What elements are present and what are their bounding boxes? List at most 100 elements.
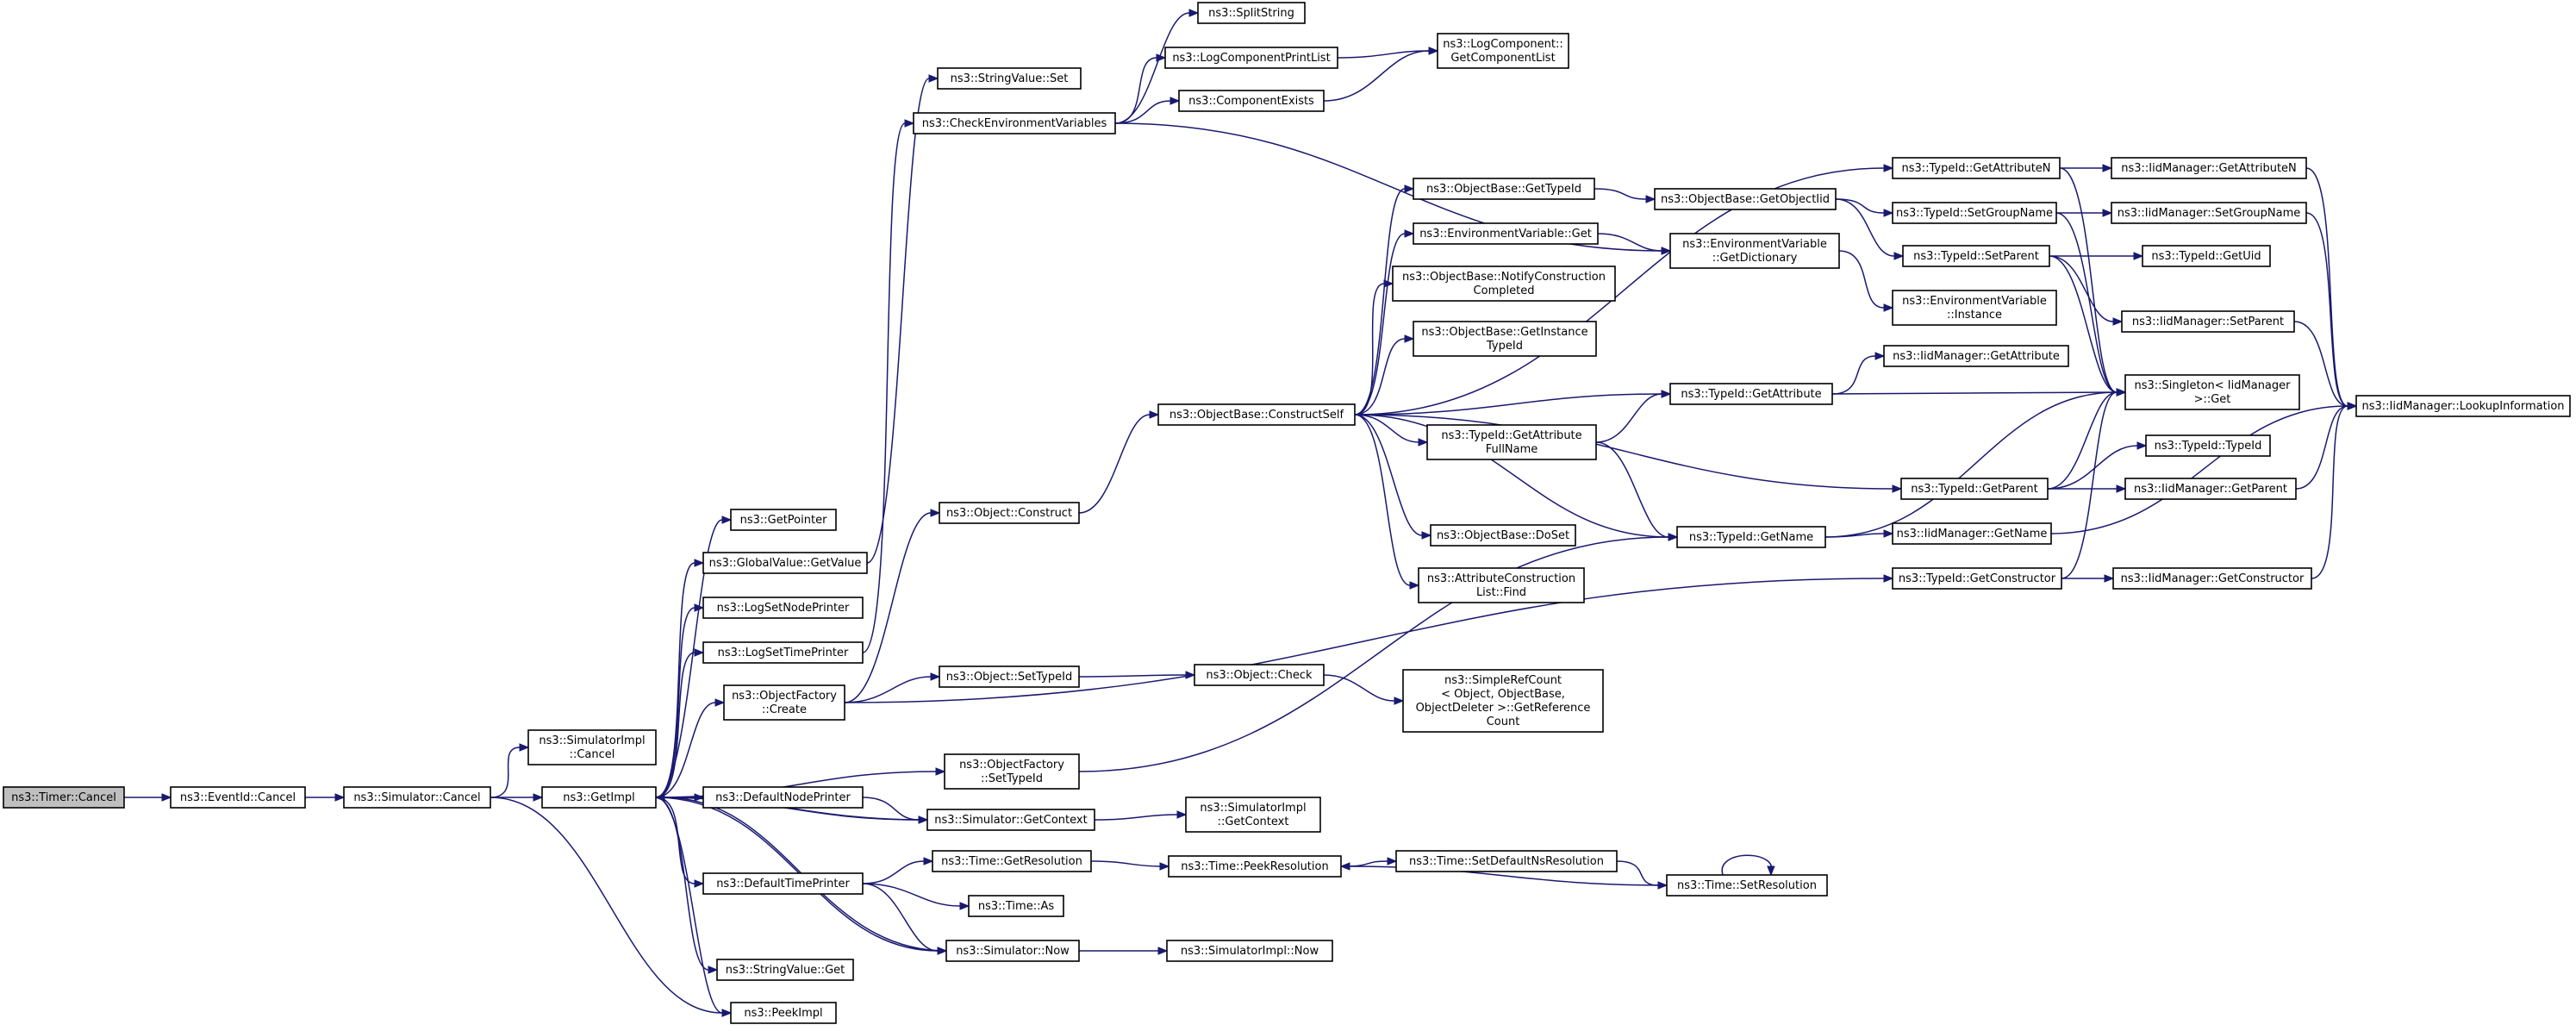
edge-n48-n56: [2049, 252, 2144, 260]
node-label-line: ns3::EnvironmentVariable: [1682, 238, 1827, 251]
edge-n42-n49: [1838, 250, 1894, 312]
node-ns3-iidmanager-lookupinformation[interactable]: ns3::IidManager::LookupInformation: [2355, 395, 2571, 417]
node-ns3-eventid-cancel[interactable]: ns3::EventId::Cancel: [170, 786, 306, 809]
arrow-head: [2112, 317, 2124, 326]
node-ns3-typeid-getattribute[interactable]: ns3::TypeId::GetAttribute: [1669, 383, 1833, 405]
node-ns3-simulatorimpl-cancel[interactable]: ns3::SimulatorImpl::Cancel: [527, 729, 657, 765]
node-box: [926, 809, 1095, 831]
node-ns3-time-getresolution[interactable]: ns3::Time::GetResolution: [932, 850, 1092, 872]
node-box: [723, 684, 845, 721]
node-ns3-splitstring[interactable]: ns3::SplitString: [1197, 2, 1306, 24]
node-box: [1669, 233, 1840, 269]
node-ns3-typeid-setgroupname[interactable]: ns3::TypeId::SetGroupName: [1892, 202, 2057, 224]
node-box: [939, 502, 1080, 524]
edge-n32-n41: [1594, 188, 1656, 203]
node-ns3-singleton-iidmanager-get[interactable]: ns3::Singleton< IidManager>::Get: [2124, 374, 2300, 410]
node-ns3-simulatorimpl-now[interactable]: ns3::SimulatorImpl::Now: [1166, 940, 1333, 962]
node-ns3-time-as[interactable]: ns3::Time::As: [968, 895, 1064, 917]
edge-n27-n38: [1354, 414, 1420, 590]
arrow-head: [2102, 209, 2113, 217]
node-box: [1654, 188, 1837, 210]
node-ns3-defaulttimeprinter[interactable]: ns3::DefaultTimePrinter: [702, 872, 864, 895]
node-ns3-iidmanager-getconstructor[interactable]: ns3::IidManager::GetConstructor: [2112, 567, 2312, 590]
node-ns3-simulator-cancel[interactable]: ns3::Simulator::Cancel: [343, 786, 491, 809]
node-box: [1402, 669, 1604, 733]
node-label-line: ns3::GlobalValue::GetValue: [709, 557, 862, 570]
node-ns3-objectbase-constructself[interactable]: ns3::ObjectBase::ConstructSelf: [1157, 403, 1356, 426]
edge-n41-n48: [1835, 198, 1905, 260]
node-ns3-iidmanager-setgroupname[interactable]: ns3::IidManager::SetGroupName: [2111, 202, 2307, 224]
node-ns3-getpointer[interactable]: ns3::GetPointer: [730, 509, 837, 531]
node-ns3-iidmanager-getattributen[interactable]: ns3::IidManager::GetAttributeN: [2111, 157, 2307, 179]
node-ns3-time-setdefaultnsresolution[interactable]: ns3::Time::SetDefaultNsResolution: [1395, 850, 1618, 872]
node-box: [1197, 2, 1306, 24]
arrow-head: [1149, 410, 1160, 419]
arrow-head: [923, 857, 934, 865]
node-ns3-objectbase-gettypeid[interactable]: ns3::ObjectBase::GetTypeId: [1413, 178, 1595, 200]
node-ns3-typeid-getconstructor[interactable]: ns3::TypeId::GetConstructor: [1892, 567, 2062, 590]
node-ns3-simplerefcount-object-objectbase-objectdeleter-getreference-count[interactable]: ns3::SimpleRefCount< Object, ObjectBase,…: [1402, 669, 1604, 733]
node-ns3-typeid-getname[interactable]: ns3::TypeId::GetName: [1676, 526, 1826, 548]
node-label-line: ns3::ObjectFactory: [959, 759, 1064, 772]
node-label-line: ns3::SplitString: [1208, 7, 1294, 20]
node-ns3-typeid-setparent[interactable]: ns3::TypeId::SetParent: [1902, 245, 2050, 267]
edge-n22-n3: [654, 793, 947, 952]
arrow-head: [1176, 810, 1188, 819]
node-ns3-environmentvariable-getdictionary[interactable]: ns3::EnvironmentVariable::GetDictionary: [1669, 233, 1840, 269]
node-box: [1892, 522, 2052, 545]
edge-n12-n53: [844, 574, 1894, 703]
node-ns3-objectbase-notifyconstruction-completed[interactable]: ns3::ObjectBase::NotifyConstructionCompl…: [1392, 266, 1616, 302]
node-ns3-objectfactory-create[interactable]: ns3::ObjectFactory::Create: [723, 684, 845, 721]
node-ns3-iidmanager-getparent[interactable]: ns3::IidManager::GetParent: [2124, 478, 2297, 500]
node-ns3-typeid-typeid[interactable]: ns3::TypeId::TypeId: [2145, 434, 2271, 457]
node-box: [1676, 526, 1826, 548]
node-ns3-environmentvariable-get[interactable]: ns3::EnvironmentVariable::Get: [1413, 222, 1599, 245]
node-box: [1430, 524, 1576, 547]
node-label-line: ns3::DefaultNodePrinter: [715, 791, 851, 804]
node-ns3-time-peekresolution[interactable]: ns3::Time::PeekResolution: [1168, 855, 1342, 878]
arrow-head: [1404, 334, 1415, 343]
node-label-line: ns3::GetPointer: [740, 514, 827, 527]
node-ns3-object-check[interactable]: ns3::Object::Check: [1194, 664, 1325, 686]
edge-n7-n20: [862, 857, 934, 884]
node-ns3-object-settypeid[interactable]: ns3::Object::SetTypeId: [939, 665, 1080, 688]
node-ns3-simulator-now[interactable]: ns3::Simulator::Now: [945, 940, 1080, 962]
node-ns3-checkenvironmentvariables[interactable]: ns3::CheckEnvironmentVariables: [913, 112, 1116, 134]
node-ns3-time-setresolution[interactable]: ns3::Time::SetResolution: [1666, 874, 1828, 897]
node-ns3-typeid-getuid[interactable]: ns3::TypeId::GetUid: [2142, 245, 2271, 267]
node-ns3-objectbase-doset[interactable]: ns3::ObjectBase::DoSet: [1430, 524, 1576, 547]
node-ns3-iidmanager-setparent[interactable]: ns3::IidManager::SetParent: [2121, 310, 2295, 333]
node-ns3-typeid-getparent[interactable]: ns3::TypeId::GetParent: [1900, 478, 2049, 500]
node-ns3-typeid-getattributen[interactable]: ns3::TypeId::GetAttributeN: [1892, 157, 2061, 179]
node-ns3-logcomponent-getcomponentlist[interactable]: ns3::LogComponent::GetComponentList: [1437, 33, 1569, 69]
node-ns3-objectfactory-settypeid[interactable]: ns3::ObjectFactory::SetTypeId: [944, 753, 1080, 790]
node-box: [1185, 797, 1321, 833]
node-box: [1168, 855, 1342, 878]
node-ns3-globalvalue-getvalue[interactable]: ns3::GlobalValue::GetValue: [702, 552, 868, 574]
node-box: [1900, 478, 2049, 500]
edge-n52-n62: [2050, 402, 2358, 534]
node-box: [1413, 222, 1599, 245]
node-box: [1892, 567, 2062, 590]
node-ns3-peekimpl[interactable]: ns3::PeekImpl: [730, 1002, 837, 1024]
node-ns3-getimpl[interactable]: ns3::GetImpl: [541, 786, 657, 809]
edge-n3-n5: [655, 797, 733, 1017]
node-ns3-iidmanager-getattribute[interactable]: ns3::IidManager::GetAttribute: [1883, 345, 2069, 367]
node-ns3-stringvalue-get[interactable]: ns3::StringValue::Get: [716, 959, 854, 981]
node-ns3-logsetnodeprinter[interactable]: ns3::LogSetNodePrinter: [702, 597, 864, 619]
node-ns3-logsettimeprinter[interactable]: ns3::LogSetTimePrinter: [702, 641, 864, 664]
node-ns3-simulator-getcontext[interactable]: ns3::Simulator::GetContext: [926, 809, 1095, 831]
node-ns3-simulatorimpl-getcontext[interactable]: ns3::SimulatorImpl::GetContext: [1185, 797, 1321, 833]
node-ns3-stringvalue-set[interactable]: ns3::StringValue::Set: [937, 67, 1082, 90]
node-ns3-componentexists[interactable]: ns3::ComponentExists: [1178, 90, 1325, 112]
node-ns3-objectbase-getobjectiid[interactable]: ns3::ObjectBase::GetObjectIid: [1654, 188, 1837, 210]
node-ns3-defaultnodeprinter[interactable]: ns3::DefaultNodePrinter: [702, 786, 864, 809]
node-ns3-environmentvariable-instance[interactable]: ns3::EnvironmentVariable::Instance: [1892, 290, 2057, 326]
node-ns3-iidmanager-getname[interactable]: ns3::IidManager::GetName: [1892, 522, 2052, 545]
node-ns3-logcomponentprintlist[interactable]: ns3::LogComponentPrintList: [1164, 47, 1338, 69]
node-ns3-object-construct[interactable]: ns3::Object::Construct: [939, 502, 1080, 524]
edge-n17-n27: [1078, 410, 1160, 514]
